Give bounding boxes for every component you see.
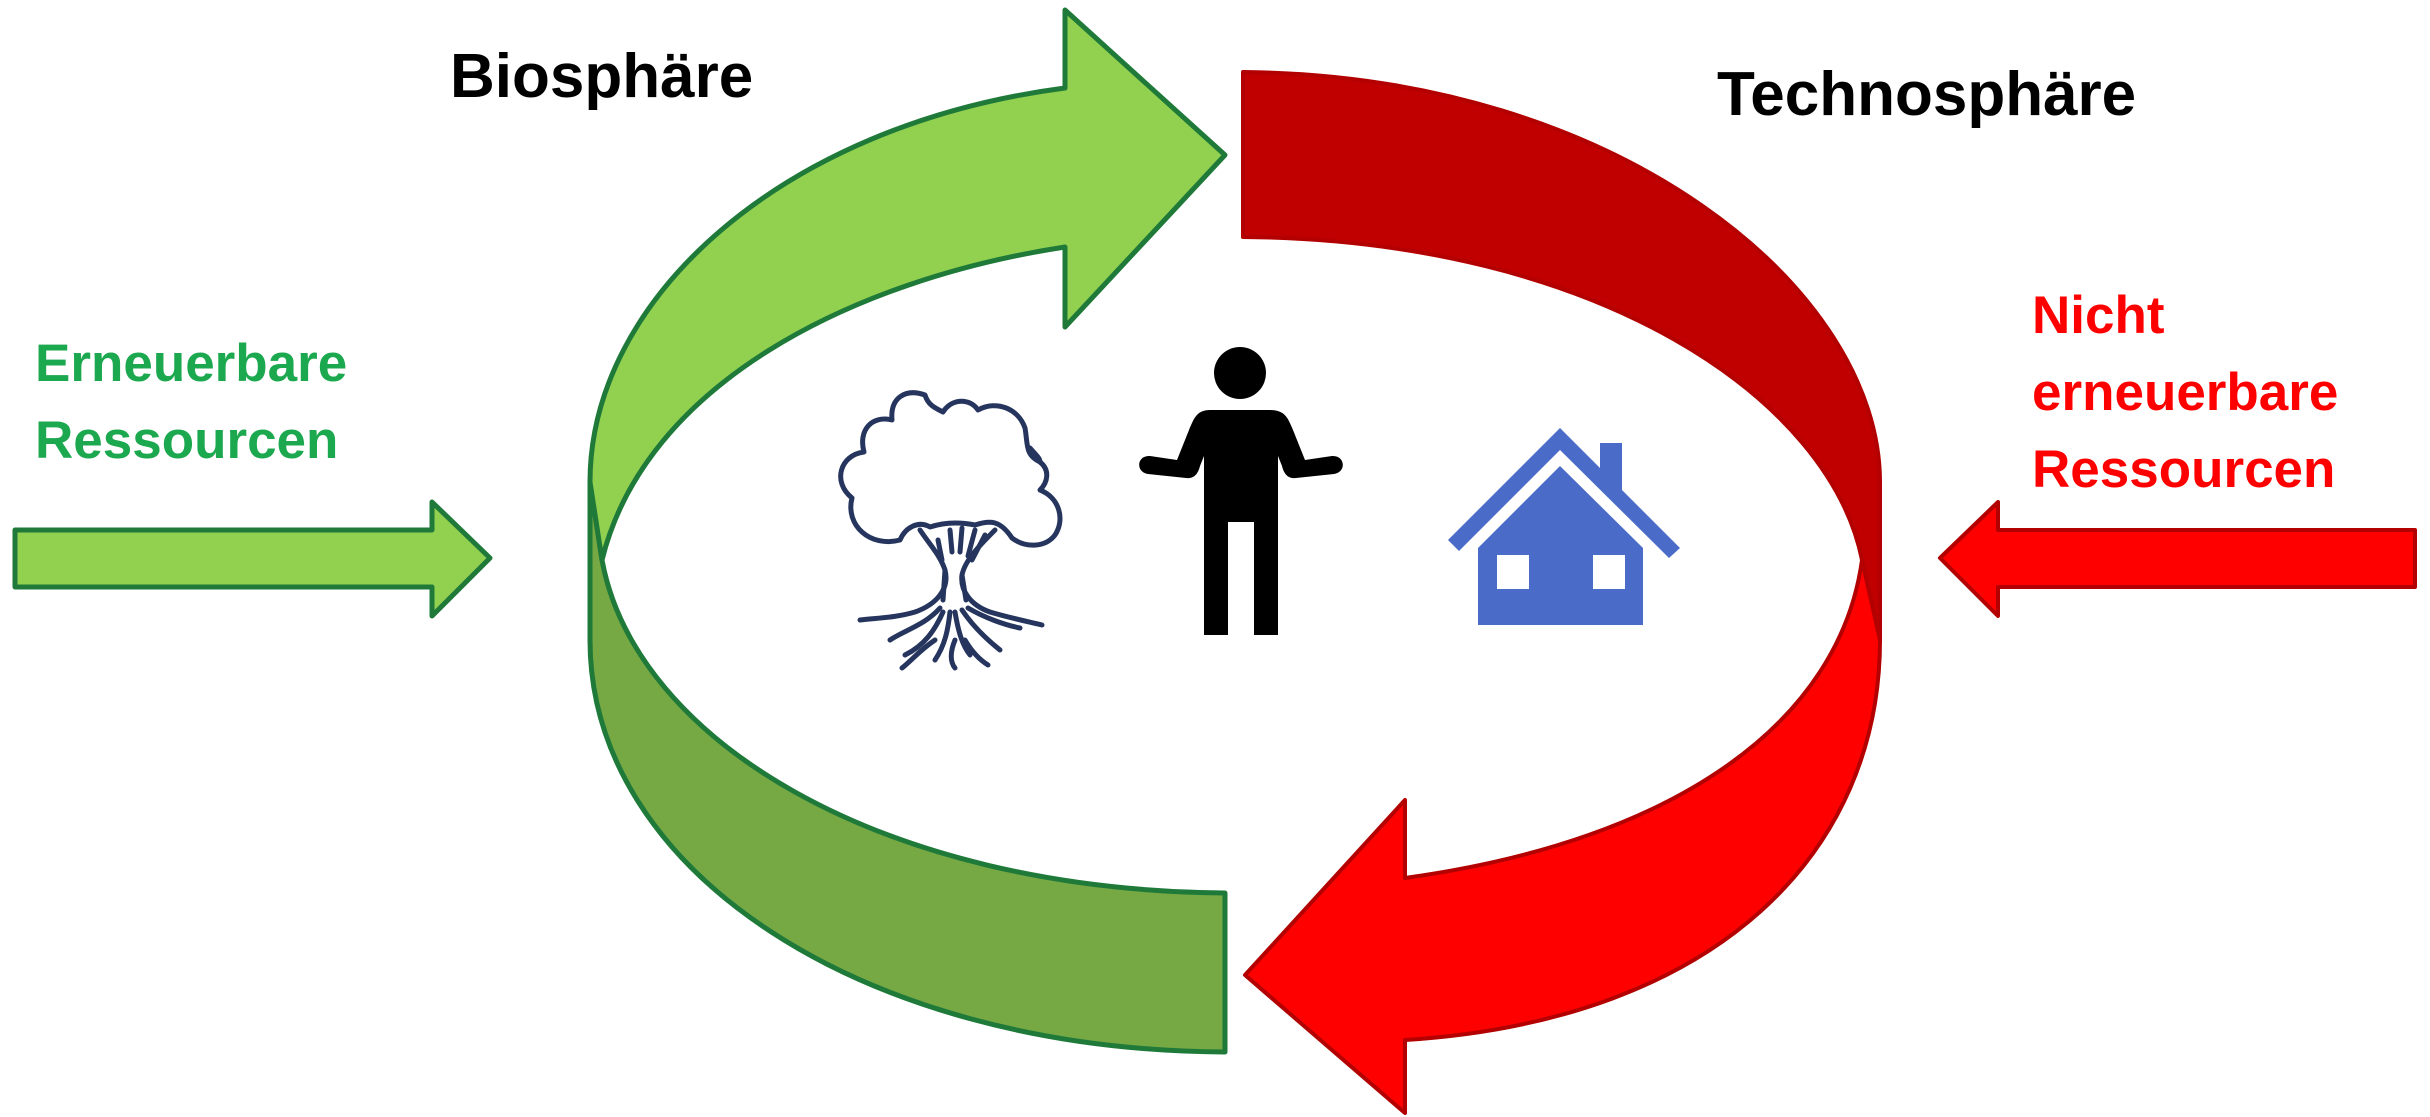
non-renewable-label-line2: erneuerbare [2032, 363, 2338, 422]
biosphere-arrow-lower [587, 479, 1228, 1055]
renewable-input-arrow [12, 499, 493, 619]
technosphere-title: Technosphäre [1717, 60, 2136, 129]
non-renewable-input-arrow [1938, 500, 2417, 618]
tree-icon [838, 390, 1063, 671]
non-renewable-label-line1: Nicht [2032, 286, 2165, 345]
biosphere-title: Biosphäre [450, 42, 753, 111]
renewable-label-line2: Ressourcen [35, 411, 338, 470]
technosphere-arrow-upper [1241, 70, 1882, 642]
house-icon [1448, 428, 1680, 625]
non-renewable-label-line3: Ressourcen [2032, 440, 2335, 499]
renewable-label-line1: Erneuerbare [35, 334, 347, 393]
technosphere-arrow-lower [1243, 558, 1882, 1115]
biosphere-arrow-upper [587, 7, 1228, 563]
person-icon [1139, 347, 1343, 635]
